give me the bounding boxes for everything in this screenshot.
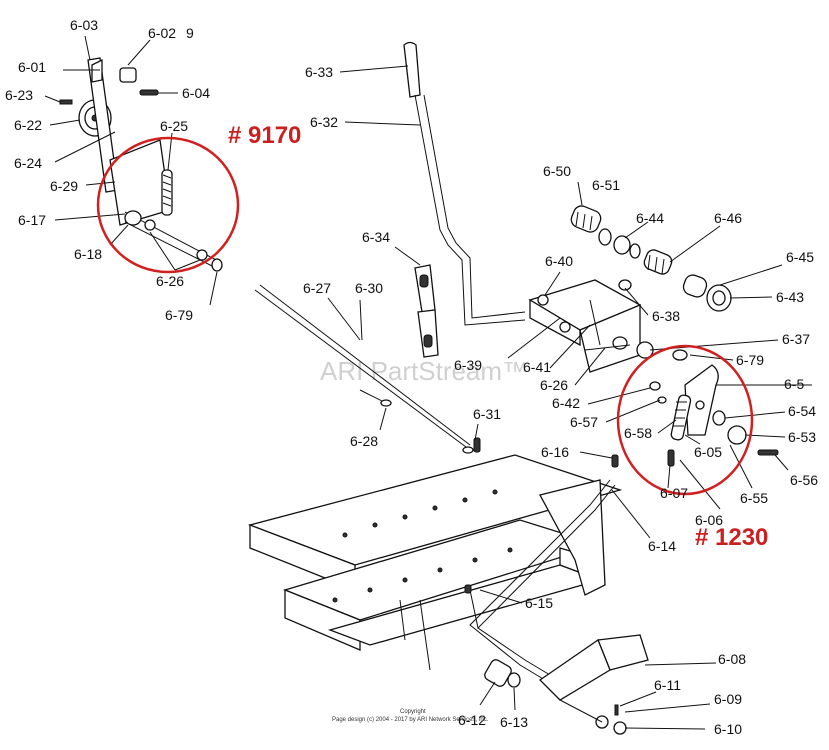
label-6-02[interactable]: 6-02	[148, 25, 176, 41]
label-6-40[interactable]: 6-40	[545, 253, 573, 269]
label-6-22[interactable]: 6-22	[14, 117, 42, 133]
label-6-23[interactable]: 6-23	[5, 87, 33, 103]
leader-lines	[44, 35, 812, 730]
label-6-57[interactable]: 6-57	[570, 414, 598, 430]
label-6-56[interactable]: 6-56	[790, 472, 818, 488]
label-6-29[interactable]: 6-29	[50, 178, 78, 194]
label-6-26-right[interactable]: 6-26	[540, 377, 568, 393]
arm-plate-6-5	[649, 349, 779, 467]
label-6-55[interactable]: 6-55	[740, 490, 768, 506]
label-6-26-left[interactable]: 6-26	[156, 273, 184, 289]
label-6-24[interactable]: 6-24	[14, 155, 42, 171]
label-6-08[interactable]: 6-08	[718, 651, 746, 667]
part-labels: 6-03 6-02 9 6-01 6-04 6-23 6-22 6-25 6-2…	[5, 17, 818, 737]
label-6-28[interactable]: 6-28	[350, 433, 378, 449]
label-6-58[interactable]: 6-58	[624, 425, 652, 441]
label-6-25[interactable]: 6-25	[160, 118, 188, 134]
lower-linkage	[464, 437, 649, 735]
label-6-79-left[interactable]: 6-79	[165, 307, 193, 323]
bracket-6-40	[528, 279, 654, 373]
label-6-17[interactable]: 6-17	[18, 212, 46, 228]
label-6-12[interactable]: 6-12	[458, 712, 486, 728]
label-6-37[interactable]: 6-37	[782, 331, 810, 347]
rod-6-28	[254, 284, 474, 454]
label-6-31[interactable]: 6-31	[473, 406, 501, 422]
label-6-5[interactable]: 6-5	[784, 376, 804, 392]
frame-rails	[247, 454, 623, 671]
label-6-05[interactable]: 6-05	[694, 444, 722, 460]
pulley-arm-assembly	[59, 57, 223, 272]
label-6-03[interactable]: 6-03	[70, 17, 98, 33]
label-6-41[interactable]: 6-41	[523, 359, 551, 375]
label-6-79-right[interactable]: 6-79	[736, 352, 764, 368]
label-6-01[interactable]: 6-01	[18, 59, 46, 75]
label-6-06[interactable]: 6-06	[695, 512, 723, 528]
label-6-38[interactable]: 6-38	[652, 308, 680, 324]
label-6-07[interactable]: 6-07	[660, 485, 688, 501]
label-6-16[interactable]: 6-16	[541, 444, 569, 460]
label-6-15[interactable]: 6-15	[525, 595, 553, 611]
label-6-54[interactable]: 6-54	[788, 403, 816, 419]
lever-6-32	[403, 41, 526, 326]
label-6-46[interactable]: 6-46	[714, 210, 742, 226]
label-9: 9	[186, 25, 194, 41]
label-6-10[interactable]: 6-10	[714, 721, 742, 737]
copyright-text: Page design (c) 2004 - 2017 by ARI Netwo…	[332, 717, 489, 723]
callout-9170: # 9170	[228, 122, 301, 149]
highlight-circle-9170	[96, 136, 240, 274]
label-6-43[interactable]: 6-43	[776, 289, 804, 305]
label-6-44[interactable]: 6-44	[636, 210, 664, 226]
label-6-09[interactable]: 6-09	[714, 691, 742, 707]
label-6-51[interactable]: 6-51	[592, 177, 620, 193]
watermark-text: ARI PartStream™	[320, 356, 528, 386]
label-6-53[interactable]: 6-53	[788, 429, 816, 445]
spring-assembly-6-44	[570, 205, 732, 312]
callout-1230: # 1230	[695, 524, 768, 551]
label-6-50[interactable]: 6-50	[543, 163, 571, 179]
label-6-27[interactable]: 6-27	[303, 280, 331, 296]
label-6-39[interactable]: 6-39	[454, 357, 482, 373]
label-6-45[interactable]: 6-45	[786, 249, 814, 265]
label-6-30[interactable]: 6-30	[355, 280, 383, 296]
label-6-33[interactable]: 6-33	[305, 64, 333, 80]
label-6-13[interactable]: 6-13	[500, 714, 528, 730]
label-6-18[interactable]: 6-18	[74, 246, 102, 262]
label-6-42[interactable]: 6-42	[552, 395, 580, 411]
bracket-6-34	[414, 264, 439, 358]
label-6-34[interactable]: 6-34	[362, 229, 390, 245]
label-6-14[interactable]: 6-14	[648, 538, 676, 554]
label-6-32[interactable]: 6-32	[310, 114, 338, 130]
highlight-circle-1230	[616, 344, 754, 496]
copyright-title: Copyright	[400, 709, 426, 715]
label-6-11[interactable]: 6-11	[654, 677, 681, 693]
label-6-04[interactable]: 6-04	[182, 85, 210, 101]
